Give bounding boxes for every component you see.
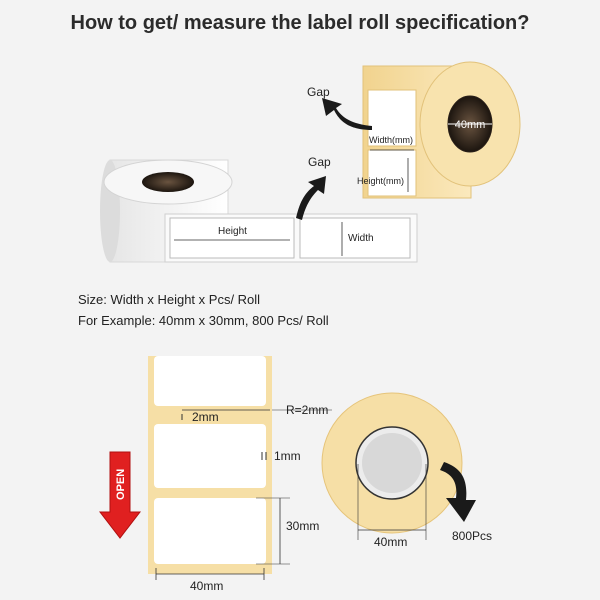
roll-front-view: 40mm (321, 392, 463, 549)
label-piece (299, 217, 411, 259)
label-piece (367, 89, 417, 147)
label-piece (367, 149, 417, 197)
page-title: How to get/ measure the label roll speci… (70, 12, 530, 34)
yellow-label-roll: 40mm Width(mm) Height(mm) (357, 61, 521, 199)
white-roll-core (142, 172, 194, 192)
gap-top-label: Gap (307, 85, 330, 99)
label-piece (154, 498, 266, 564)
size-caption: Size: Width x Height x Pcs/ Roll (78, 292, 261, 307)
open-arrow: OPEN (98, 451, 142, 539)
pcs-label: 800Pcs (452, 529, 492, 543)
height-mm-label: Height(mm) (357, 176, 404, 186)
label-piece (154, 356, 266, 406)
radius-label: R=2mm (286, 403, 328, 417)
roll-width-label: 40mm (374, 535, 407, 549)
label-piece (169, 217, 295, 259)
label-piece (154, 424, 266, 488)
label-height-label: 30mm (286, 519, 319, 533)
pcs-arrow: 800Pcs (440, 462, 492, 543)
gap-arrow-mid: Gap (296, 155, 331, 220)
gap-mid-label: Gap (308, 155, 331, 169)
strip-width-label: 40mm (190, 579, 223, 593)
width-label: Width (348, 233, 374, 244)
open-label: OPEN (115, 469, 127, 500)
white-label-roll: Height Width (100, 159, 418, 263)
height-label: Height (218, 226, 247, 237)
backing-strip: 2mm 1mm 30mm 40mm (148, 356, 319, 593)
width-mm-label: Width(mm) (369, 135, 413, 145)
gap-arrow-top: Gap (307, 85, 372, 130)
side-margin-label: 2mm (192, 410, 219, 424)
example-caption: For Example: 40mm x 30mm, 800 Pcs/ Roll (78, 313, 329, 328)
gap-1mm-label: 1mm (274, 449, 301, 463)
core-diameter-label: 40mm (455, 119, 486, 131)
